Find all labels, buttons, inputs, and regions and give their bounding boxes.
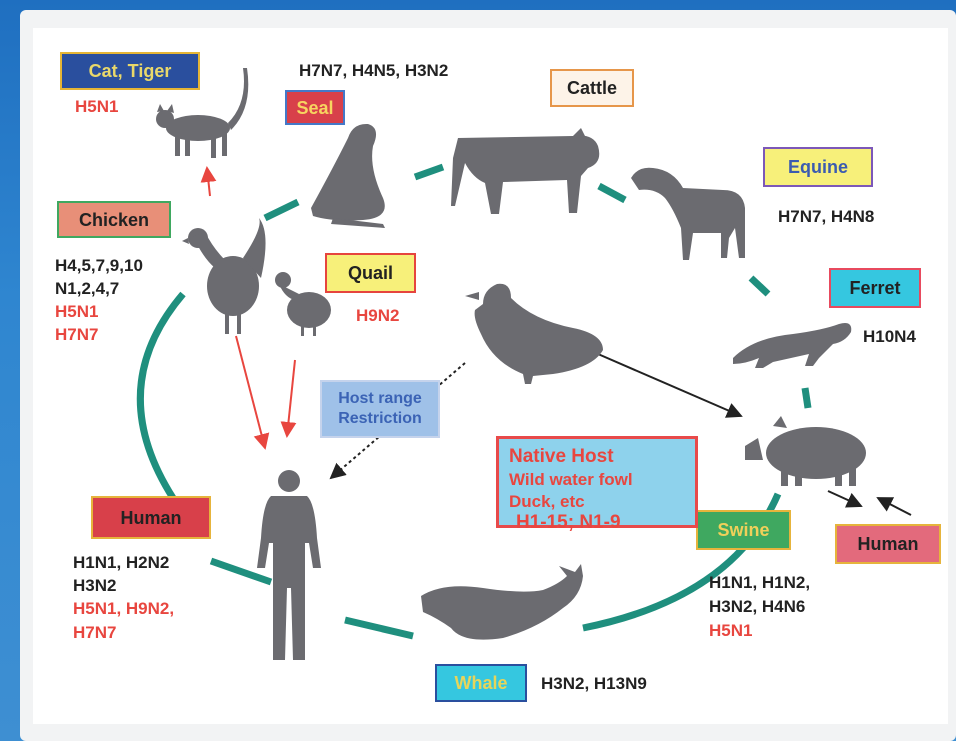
equine-subtypes: H7N7, H4N8	[778, 206, 874, 227]
label-equine: Equine	[763, 147, 873, 187]
cycle-seg-equine-ferret	[751, 278, 768, 294]
label-cat-tiger: Cat, Tiger	[60, 52, 200, 90]
cycle-seg-ferret-swine	[805, 388, 808, 408]
whale-silhouette	[421, 564, 583, 640]
label-quail: Quail	[325, 253, 416, 293]
duck-silhouette	[465, 284, 603, 384]
swine-subtypes-2: H3N2, H4N6	[709, 596, 805, 617]
label-ferret: Ferret	[829, 268, 921, 308]
label-seal: Seal	[285, 90, 345, 125]
human-subtypes-1: H1N1, H2N2	[73, 552, 169, 573]
ferret-subtypes: H10N4	[863, 326, 916, 347]
arrow-chicken-to-cat	[207, 168, 210, 196]
label-human-left: Human	[91, 496, 211, 539]
chicken-subtypes-4: H7N7	[55, 324, 98, 345]
chicken-silhouette	[182, 218, 266, 334]
host-range-diagram	[33, 28, 948, 724]
seal-silhouette	[311, 124, 385, 228]
chicken-subtypes-1: H4,5,7,9,10	[55, 255, 143, 276]
pig-silhouette	[745, 416, 866, 486]
cycle-seg-left-arc	[140, 294, 183, 498]
native-host-subtypes: H1-15; N1-9	[516, 512, 621, 533]
cycle-seg-cattle-equine	[599, 186, 625, 200]
ferret-silhouette	[733, 323, 851, 368]
cattle-silhouette	[451, 128, 599, 214]
arrow-swine-to-human	[828, 491, 861, 506]
seal-subtypes: H7N7, H4N5, H3N2	[299, 60, 448, 81]
native-host-title: Native Host	[509, 445, 685, 469]
arrow-duck-to-swine	[598, 354, 741, 416]
quail-silhouette	[275, 272, 331, 336]
human-subtypes-3: H5N1, H9N2,	[73, 598, 174, 619]
arrow-quail-to-human	[287, 360, 295, 436]
diagram-panel: Cat, Tiger Seal Cattle Equine Chicken Qu…	[33, 28, 948, 724]
label-whale: Whale	[435, 664, 527, 702]
label-host-range-restriction: Host range Restriction	[320, 380, 440, 438]
native-host-line1: Wild water fowl	[509, 469, 685, 491]
chicken-subtypes-3: H5N1	[55, 301, 98, 322]
human-subtypes-2: H3N2	[73, 575, 116, 596]
human-subtypes-4: H7N7	[73, 622, 116, 643]
horse-silhouette	[631, 168, 745, 260]
label-human-right: Human	[835, 524, 941, 564]
swine-subtypes-1: H1N1, H1N2,	[709, 572, 810, 593]
arrow-chicken-to-human	[236, 336, 265, 448]
native-host-line2: Duck, etc	[509, 491, 685, 513]
cycle-seg-whale-human	[345, 620, 413, 636]
cycle-seg-chicken-seal	[265, 202, 298, 218]
swine-subtypes-3: H5N1	[709, 620, 752, 641]
chicken-subtypes-2: N1,2,4,7	[55, 278, 119, 299]
cat-subtypes: H5N1	[75, 96, 118, 117]
label-swine: Swine	[696, 510, 791, 550]
whale-subtypes: H3N2, H13N9	[541, 673, 647, 694]
quail-subtypes: H9N2	[356, 305, 399, 326]
label-chicken: Chicken	[57, 201, 171, 238]
label-cattle: Cattle	[550, 69, 634, 107]
cycle-seg-seal-cattle	[415, 167, 443, 177]
arrow-human-to-swine	[878, 498, 911, 515]
human-silhouette	[257, 470, 321, 660]
